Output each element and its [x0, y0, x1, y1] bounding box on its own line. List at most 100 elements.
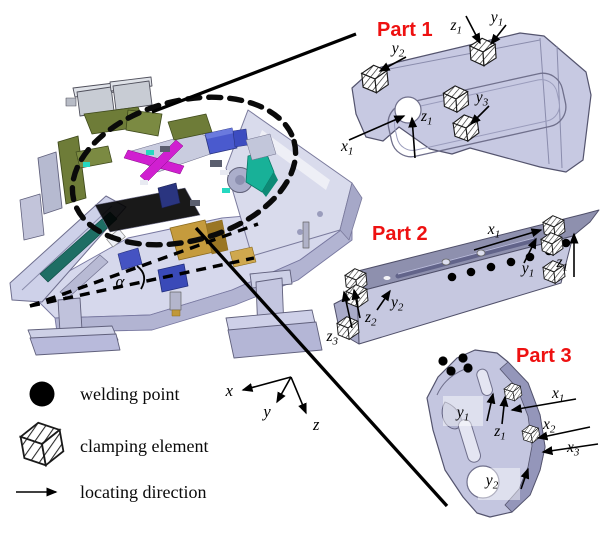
- part3-label-x2: x2: [542, 416, 556, 436]
- part2-hole: [476, 249, 486, 257]
- part2-hole: [441, 258, 451, 266]
- box2-body: [112, 80, 153, 111]
- panel-bolt: [317, 211, 323, 217]
- pedestal-right: [225, 269, 323, 359]
- part1-arrow-z1-top: [465, 15, 481, 45]
- part3-label-x3: x3: [566, 439, 580, 459]
- part1-arrow-y2: [378, 56, 407, 72]
- part1-groove-outer: [387, 72, 567, 158]
- part1-arrow-y1: [490, 24, 507, 46]
- cyan-bit: [222, 188, 230, 193]
- part1-ridge: [539, 37, 550, 165]
- clamp-foot: [171, 309, 181, 317]
- part3-arrow-y2: [520, 467, 530, 490]
- welding-point-symbol: [29, 381, 55, 407]
- part3-arrow-x1: [510, 398, 577, 413]
- actuator-boxes: [65, 76, 163, 137]
- fixture-cluster: [83, 113, 278, 317]
- navy-unit: [157, 182, 181, 209]
- leader-lines: [151, 32, 449, 508]
- platform-front-edge: [54, 221, 353, 333]
- part3-label-y2: y2: [484, 472, 499, 492]
- part1-label-x1: x1: [340, 138, 353, 158]
- panel-bolt: [297, 229, 303, 235]
- welding-point: [561, 238, 571, 248]
- part2-top-slot: [395, 237, 537, 279]
- part1-arrow-x1: [348, 115, 406, 141]
- part3-welding-points: [438, 353, 473, 376]
- part3-reflection: [478, 468, 520, 500]
- welding-point: [463, 363, 473, 373]
- clamping-element-symbol: [17, 418, 67, 470]
- blue-clamp-block: [157, 263, 189, 293]
- welding-point: [446, 366, 456, 376]
- pedestal-left: [27, 297, 121, 356]
- panel-post: [302, 221, 310, 249]
- part3-side-strip: [499, 361, 546, 513]
- welding-point: [438, 356, 448, 366]
- angle-alpha-label: α: [116, 272, 126, 291]
- part2-arrow-y1: [523, 237, 537, 264]
- part1-groove-inner: [394, 79, 560, 151]
- part1-arrow-y3: [469, 105, 490, 126]
- cluster-olive-mid: [167, 113, 213, 141]
- welding-point: [486, 262, 496, 272]
- box-side-tab: [65, 97, 77, 107]
- part2-top-slot-highlight: [397, 237, 535, 275]
- tilted-panel-side: [339, 182, 363, 241]
- part1-label-z1-top: z1: [449, 17, 462, 37]
- part3-arrow-z1: [499, 395, 509, 425]
- axis-y-arrow: [276, 376, 292, 404]
- pedestal-left-column: [57, 297, 83, 333]
- part2-label-z1: z1: [555, 254, 568, 274]
- part1-hole: [394, 96, 422, 124]
- teal-bracket-facet: [262, 172, 278, 197]
- part2-view: x1 y1 z1 y2 z2 z3 Part 2: [325, 209, 600, 348]
- angle-ray-upper: [29, 222, 259, 308]
- part3-slot-long: [457, 419, 482, 463]
- blue-unit-top: [205, 128, 234, 139]
- clamp-cylinder: [169, 291, 182, 311]
- part2-title: Part 2: [372, 223, 428, 245]
- part1-label-z1-center: z1: [420, 108, 433, 128]
- cyan-bit: [83, 162, 90, 167]
- angle-ray-lower: [29, 256, 255, 308]
- gray-bit: [245, 133, 277, 161]
- legend: welding point clamping element locating …: [16, 381, 208, 502]
- axis-z-arrow: [290, 376, 307, 415]
- part3-title: Part 3: [516, 345, 572, 367]
- dark-bit: [210, 160, 222, 167]
- tower-gray: [37, 151, 63, 215]
- leader-to-part3: [194, 226, 449, 508]
- part3-label-x1: x1: [551, 385, 564, 405]
- welding-point: [506, 257, 516, 267]
- beam-panel-line: [21, 205, 113, 291]
- part2-arrow-x1: [473, 228, 543, 251]
- detail-region-ellipse: [69, 94, 299, 248]
- part3-label-z1: z1: [493, 423, 506, 443]
- blue-unit-tab: [232, 128, 249, 148]
- axis-y-label: y: [261, 402, 271, 421]
- leader-to-part1: [151, 32, 357, 114]
- light-bit: [220, 170, 229, 175]
- part2-label-y1: y1: [520, 260, 534, 280]
- part2-arrow-y2: [376, 289, 391, 311]
- part1-fold-line: [373, 39, 541, 73]
- welding-point: [466, 267, 476, 277]
- dark-bit: [160, 146, 170, 152]
- part2-arrow-z2: [351, 288, 361, 319]
- dark-bit: [190, 200, 200, 206]
- part1-label-y2: y2: [390, 40, 405, 60]
- part3-arrow-x3: [541, 443, 599, 456]
- part3-reflection: [443, 396, 483, 426]
- axis-x-arrow: [241, 376, 292, 392]
- part2-label-z2: z2: [364, 309, 377, 329]
- tilt-angle: α: [29, 222, 259, 308]
- part1-title: Part 1: [377, 19, 433, 41]
- part1-view: z1 y1 y2 z1 y3 x1 Part 1: [340, 9, 592, 173]
- part3-view: y1 z1 x1 x2 x3 y2 Part 3: [426, 345, 599, 518]
- tower-small: [19, 193, 45, 241]
- part2-arrow-z3: [341, 290, 353, 329]
